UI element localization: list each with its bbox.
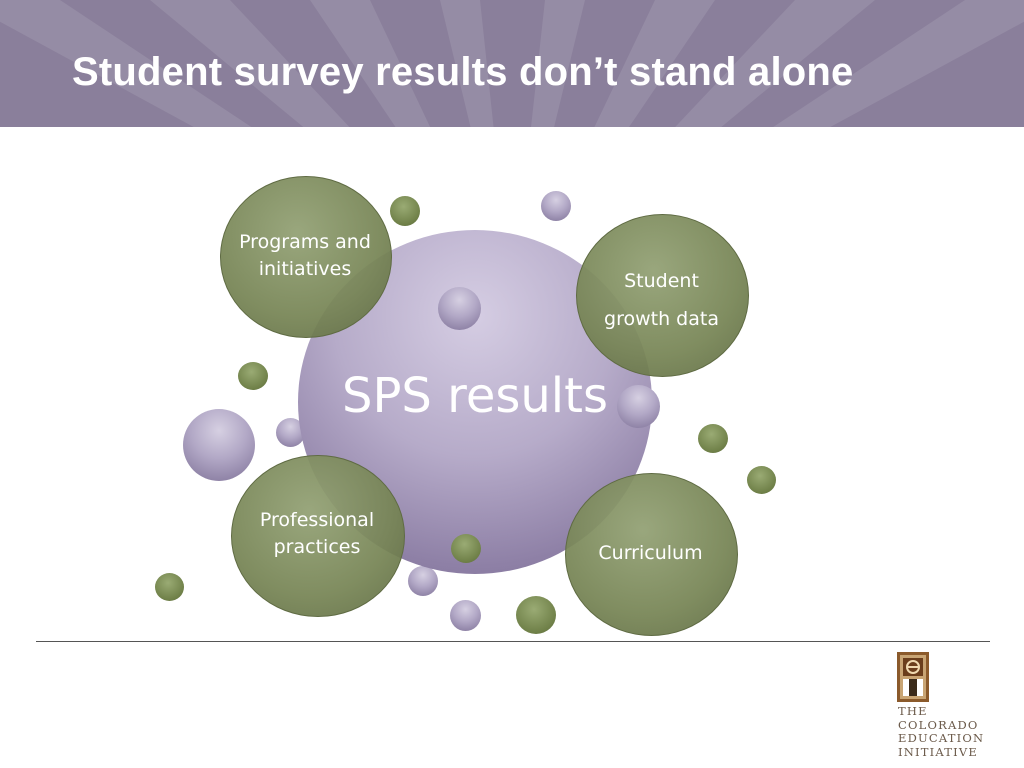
decorative-bubble: [438, 287, 481, 330]
decorative-bubble: [238, 362, 268, 390]
node-label-student-growth: Student growth data: [604, 270, 719, 330]
decorative-bubble: [747, 466, 776, 494]
center-label: SPS results: [342, 368, 608, 424]
decorative-bubble: [516, 596, 556, 634]
node-label-professional: Professional practices: [259, 509, 375, 558]
decorative-bubble: [450, 600, 481, 631]
slide-title: Student survey results don’t stand alone: [72, 50, 854, 94]
decorative-bubble: [541, 191, 571, 221]
node-circle-professional: [231, 455, 405, 617]
decorative-bubble: [698, 424, 728, 453]
node-label-curriculum: Curriculum: [598, 542, 703, 564]
title-banner: Student survey results don’t stand alone: [0, 0, 1024, 127]
node-circle-curriculum: [565, 473, 738, 636]
footer-divider: [36, 641, 990, 642]
colorado-education-initiative-logo-icon: [897, 652, 929, 702]
logo-wordmark: THE COLORADO EDUCATION INITIATIVE: [898, 704, 985, 759]
decorative-bubble: [451, 534, 481, 563]
decorative-bubble: [183, 409, 255, 481]
decorative-bubble: [155, 573, 184, 601]
sunburst-rays: [0, 0, 1024, 127]
node-circle-programs: [220, 176, 392, 338]
decorative-bubble: [390, 196, 420, 226]
node-label-programs: Programs and initiatives: [239, 231, 371, 280]
node-circle-student-growth: [576, 214, 749, 377]
decorative-bubble: [408, 566, 438, 596]
decorative-bubble: [617, 385, 660, 428]
